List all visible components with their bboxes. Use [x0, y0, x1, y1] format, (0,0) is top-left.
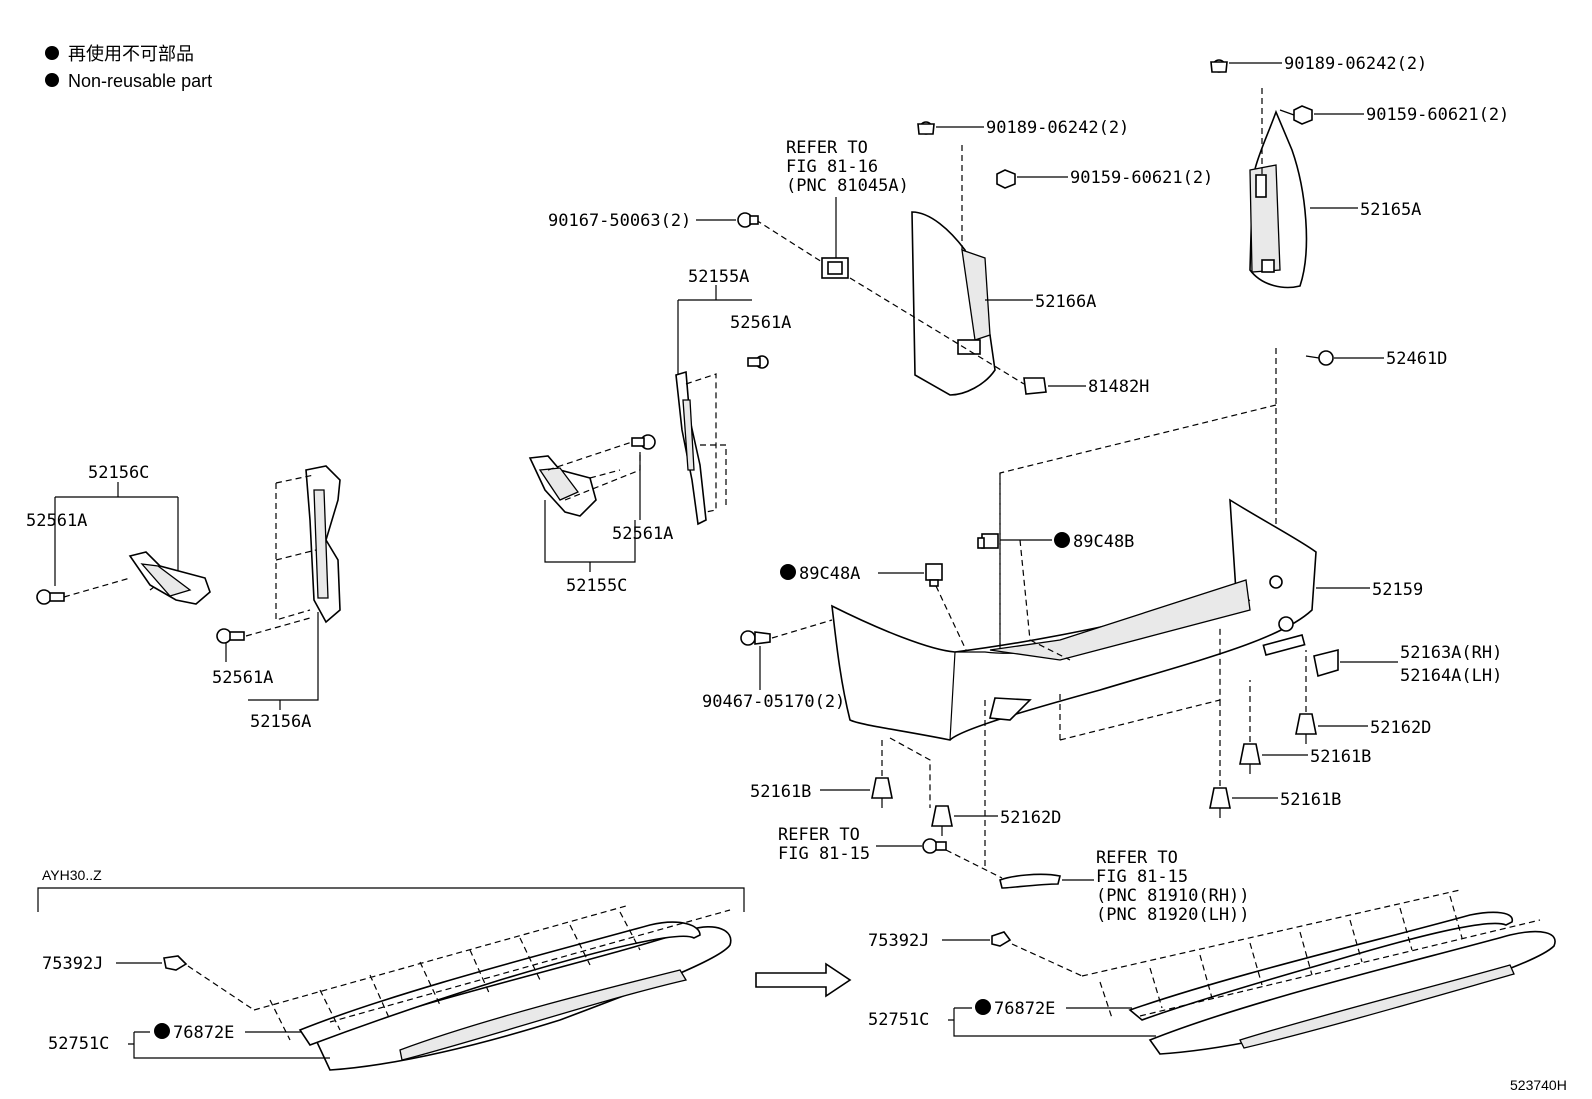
- non-reusable-dot-icon: [45, 73, 59, 87]
- label-52751C-right: 52751C: [868, 1010, 929, 1030]
- label-52161B-right1: 52161B: [1310, 747, 1371, 767]
- part-52155C[interactable]: [528, 455, 597, 517]
- non-reusable-dot-icon: [154, 1023, 170, 1039]
- bolt-90159-top-icon: [1279, 105, 1313, 125]
- non-reusable-dot-icon: [1054, 532, 1070, 548]
- clip-89C48A-icon: [925, 563, 943, 587]
- screw-52561A-left-icon: [36, 589, 65, 605]
- reflector-81910-icon: [999, 873, 1061, 889]
- screw-52561A-lower-icon: [631, 434, 656, 450]
- refer-note-2-line1: REFER TO: [778, 825, 860, 845]
- nut-81045A-icon: [821, 257, 849, 279]
- label-52163A-RH: 52163A(RH): [1400, 643, 1502, 663]
- label-52161B-right2: 52161B: [1280, 790, 1341, 810]
- label-ayh30-model: AYH30..Z: [42, 867, 102, 883]
- legend-english: Non-reusable part: [68, 71, 212, 91]
- screw-90167-icon: [737, 212, 759, 228]
- retainer-52162D-center-icon: [931, 805, 953, 836]
- figure-number: 523740H: [1510, 1077, 1567, 1093]
- label-52166A: 52166A: [1035, 292, 1096, 312]
- label-75392J-left: 75392J: [42, 954, 103, 974]
- part-76872E-left-strip[interactable]: [298, 921, 701, 1046]
- part-52166A[interactable]: [911, 211, 996, 396]
- arrow-right-icon: [755, 962, 852, 998]
- non-reusable-dot-icon: [45, 46, 59, 60]
- legend-japanese: 再使用不可部品: [68, 44, 194, 64]
- part-52156A[interactable]: [305, 465, 341, 624]
- label-52164A-LH: 52164A(LH): [1400, 666, 1502, 686]
- label-75392J-right: 75392J: [868, 931, 929, 951]
- clip-89C48B-icon: [977, 533, 999, 549]
- label-52165A: 52165A: [1360, 200, 1421, 220]
- clip-81482H-icon: [1023, 377, 1047, 395]
- label-52155C: 52155C: [566, 576, 627, 596]
- clip-75392J-right-icon: [991, 931, 1012, 947]
- non-reusable-dot-icon: [780, 564, 796, 580]
- refer-note-2-line2: FIG 81-15: [778, 844, 870, 864]
- label-89C48A: 89C48A: [799, 564, 860, 584]
- refer-note-1-line1: REFER TO: [786, 138, 868, 158]
- label-52162D-right: 52162D: [1370, 718, 1431, 738]
- screw-52561A-upper-icon: [747, 355, 769, 369]
- refer-note-3-line2: FIG 81-15: [1096, 867, 1188, 887]
- refer-note-1-line3: (PNC 81045A): [786, 176, 909, 196]
- label-52155A: 52155A: [688, 267, 749, 287]
- part-52751C-right-step-plate[interactable]: [1148, 930, 1556, 1055]
- label-90159-60621-top: 90159-60621(2): [1366, 105, 1509, 125]
- refer-note-3-line4: (PNC 81920(LH)): [1096, 905, 1250, 925]
- label-52561A-mid: 52561A: [612, 524, 673, 544]
- cap-52163A-icon: [1313, 648, 1339, 678]
- refer-note-3-line3: (PNC 81910(RH)): [1096, 886, 1250, 906]
- screw-90189-mid-icon: [917, 121, 935, 135]
- label-52156A: 52156A: [250, 712, 311, 732]
- retainer-52161B-right1-icon: [1239, 743, 1261, 774]
- part-52159-bumper-cover[interactable]: [831, 498, 1317, 741]
- label-89C48B: 89C48B: [1073, 532, 1134, 552]
- label-52161B-left: 52161B: [750, 782, 811, 802]
- label-52162D-center: 52162D: [1000, 808, 1061, 828]
- label-76872E-left: 76872E: [173, 1023, 234, 1043]
- label-90189-06242-mid: 90189-06242(2): [986, 118, 1129, 138]
- part-52156C[interactable]: [128, 551, 211, 605]
- label-52561A-upper: 52561A: [730, 313, 791, 333]
- retainer-52161B-right2-icon: [1209, 787, 1231, 818]
- clip-52461D-icon: [1305, 350, 1334, 366]
- label-52461D: 52461D: [1386, 349, 1447, 369]
- screw-52561A-bottom-icon: [216, 628, 245, 644]
- clip-90467-icon: [740, 630, 771, 646]
- part-52155A[interactable]: [675, 370, 707, 526]
- label-90167-50063: 90167-50063(2): [548, 211, 691, 231]
- bolt-90159-mid-icon: [996, 169, 1016, 189]
- label-52159: 52159: [1372, 580, 1423, 600]
- label-90189-06242-top: 90189-06242(2): [1284, 54, 1427, 74]
- label-81482H: 81482H: [1088, 377, 1149, 397]
- part-52165A[interactable]: [1249, 109, 1308, 289]
- label-76872E-right: 76872E: [994, 999, 1055, 1019]
- retainer-52162D-right-icon: [1295, 713, 1317, 744]
- clip-75392J-left-icon: [163, 955, 188, 971]
- screw-90189-top-icon: [1210, 59, 1228, 73]
- part-76872E-right-strip[interactable]: [1128, 911, 1513, 1021]
- label-52156C: 52156C: [88, 463, 149, 483]
- part-52751C-left-step-plate[interactable]: [314, 926, 732, 1071]
- refer-note-1-line2: FIG 81-16: [786, 157, 878, 177]
- refer-note-3-line1: REFER TO: [1096, 848, 1178, 868]
- label-52751C-left: 52751C: [48, 1034, 109, 1054]
- retainer-52161B-left-icon: [871, 777, 893, 808]
- non-reusable-dot-icon: [975, 999, 991, 1015]
- label-90159-60621-mid: 90159-60621(2): [1070, 168, 1213, 188]
- label-90467-05170: 90467-05170(2): [702, 692, 845, 712]
- label-52561A-bottom: 52561A: [212, 668, 273, 688]
- label-52561A-left: 52561A: [26, 511, 87, 531]
- bolt-fig81-15-icon: [922, 838, 947, 854]
